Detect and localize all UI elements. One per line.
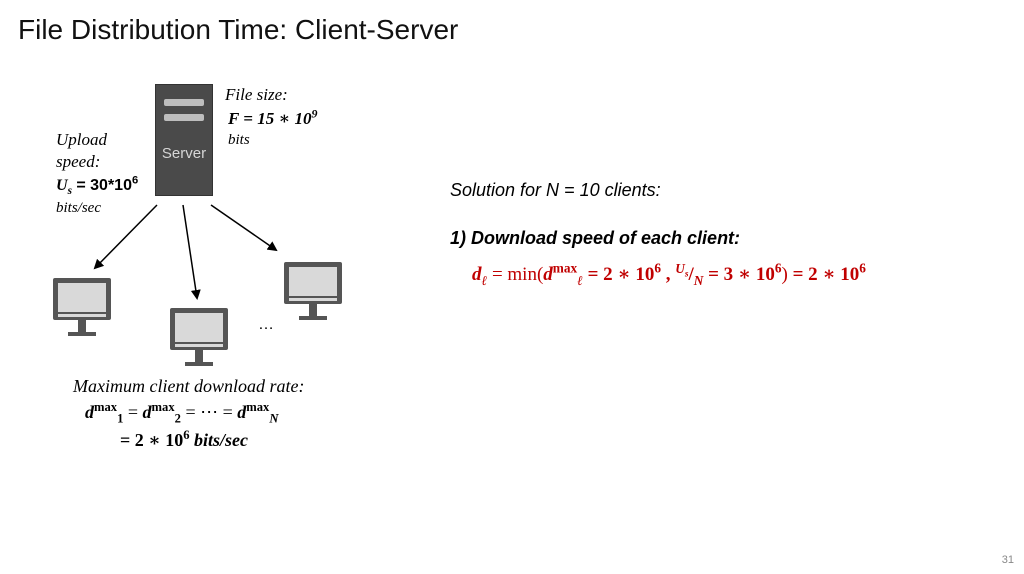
more-clients-ellipsis: … [258,316,274,333]
monitor-icon [284,262,342,320]
max-rate-equation-line1: dmax1 = dmax2 = ⋯ = dmaxN [85,400,279,426]
server-slot [164,114,204,121]
max-rate-label: Maximum client download rate: [73,376,305,396]
arrow-icon [210,204,278,252]
monitor-icon [53,278,111,336]
file-size-equation: F = 15 ∗ 109 [228,106,318,128]
file-size-unit: bits [228,132,250,148]
arrow-icon [93,204,158,270]
file-size-label: File size: [225,85,288,104]
upload-unit: bits/sec [56,200,101,216]
download-speed-formula: dℓ = min(dmaxℓ = 2 ∗ 106 , Us/N = 3 ∗ 10… [472,260,866,288]
solution-heading: Solution for N = 10 clients: [450,180,661,200]
upload-label: Upload [56,130,107,149]
upload-label-2: speed: [56,152,101,171]
monitor-icon [170,308,228,366]
page-number: 31 [1001,554,1014,566]
server-label: Server [161,145,207,162]
max-rate-equation-line2: = 2 ∗ 106 bits/sec [120,428,248,450]
slide-title: File Distribution Time: Client-Server [18,14,459,45]
solution-step1: 1) Download speed of each client: [450,228,741,248]
server-slot [164,99,204,106]
server-icon: Server [155,84,213,196]
arrow-icon [182,204,201,300]
upload-equation: Us = 30*106 [56,174,139,198]
